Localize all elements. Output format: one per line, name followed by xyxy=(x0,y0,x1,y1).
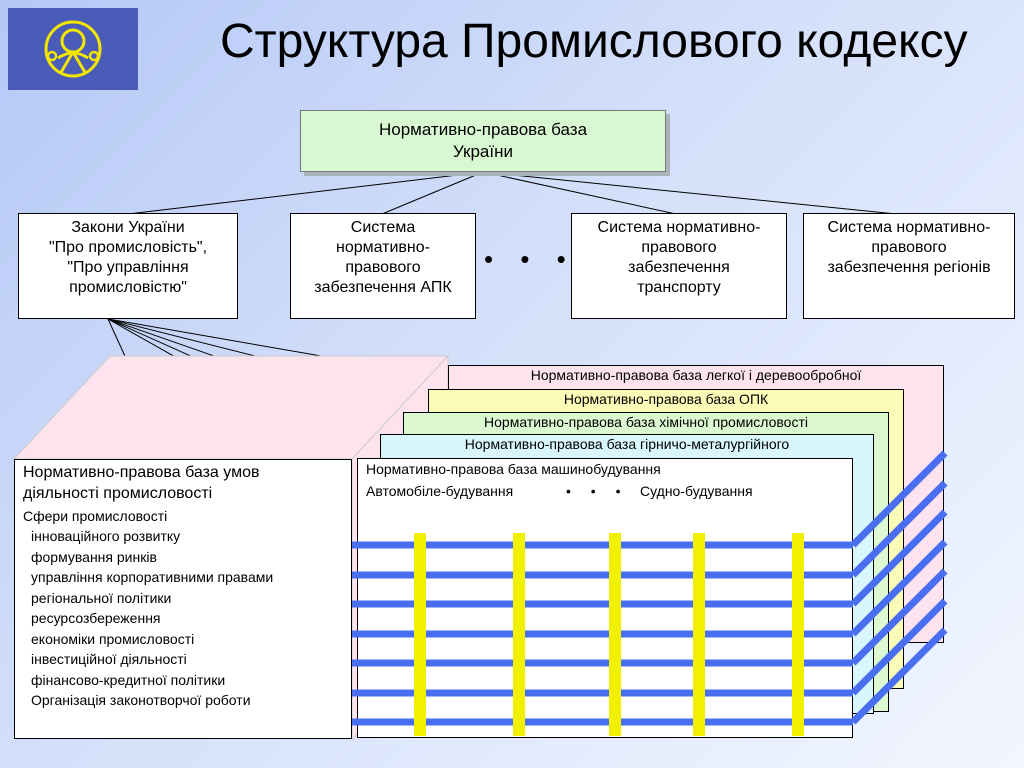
sub-dots: • • • xyxy=(566,483,629,499)
sphere-item: ресурсозбереження xyxy=(31,610,161,626)
layer-label: Нормативно-правова база хімічної промисл… xyxy=(484,414,808,430)
branch-regions: Система нормативно- правового забезпечен… xyxy=(803,213,1015,319)
ellipsis-dots: • • • xyxy=(484,244,576,274)
branch-apk: Система нормативно- правового забезпечен… xyxy=(290,213,476,319)
sphere-item: формування ринків xyxy=(31,548,157,565)
branch-laws: Закони України "Про промисловість", "Про… xyxy=(18,213,238,319)
root-node: Нормативно-правова база України xyxy=(300,110,666,172)
machine-building-title: Нормативно-правова база машинобудування xyxy=(366,461,661,477)
branch-transport: Система нормативно- правового забезпечен… xyxy=(571,213,787,319)
layer-label: Нормативно-правова база ОПК xyxy=(563,391,769,407)
spheres-label: Сфери промисловості xyxy=(23,508,168,524)
conditions-heading: Нормативно-правова база умов діяльності … xyxy=(23,464,260,502)
layer-label: Нормативно-правова база гірничо-металург… xyxy=(464,436,790,452)
shipbuilding-label: Судно-будування xyxy=(640,483,753,499)
sphere-item: економіки промисловості xyxy=(31,630,195,647)
layer-label: Нормативно-правова база легкої і деревоо… xyxy=(530,367,862,383)
sphere-item: інвестиційної діяльності xyxy=(31,651,187,667)
sphere-item: фінансово-кредитної політики xyxy=(31,671,226,688)
page-title: Структура Промислового кодексу xyxy=(220,15,968,68)
sphere-item: управління корпоративними правами xyxy=(31,569,274,585)
sphere-item: Організація законотворчої роботи xyxy=(31,692,251,708)
automotive-label: Автомобіле-будування xyxy=(366,483,514,499)
diagonal-bars xyxy=(850,450,948,725)
emblem-icon xyxy=(44,20,102,78)
horizontal-bars xyxy=(352,541,853,726)
vertical-bars xyxy=(414,533,804,736)
sphere-item: інноваційного розвитку xyxy=(31,528,181,544)
sphere-item: регіональної політики xyxy=(31,589,172,606)
logo xyxy=(8,8,138,90)
conditions-panel: Нормативно-правова база умов діяльності … xyxy=(14,459,352,739)
